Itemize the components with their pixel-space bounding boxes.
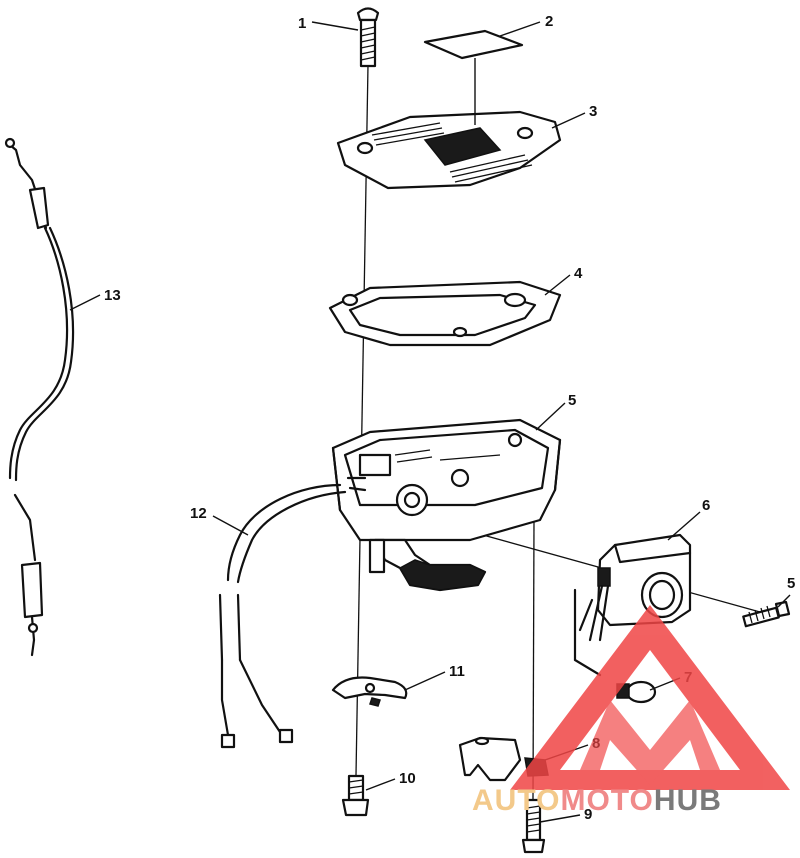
part-2-decal	[423, 29, 524, 60]
watermark-text: AUTOMOTOHUB	[472, 784, 722, 817]
part-6-switch-housing	[573, 533, 692, 677]
callout-5-screw: 5	[787, 575, 795, 592]
callout-13: 13	[104, 287, 121, 304]
callout-5-housing: 5	[568, 392, 576, 409]
part-12-wire-harness	[218, 476, 367, 749]
part-5-housing	[331, 418, 562, 592]
callout-9: 9	[584, 806, 592, 823]
watermark-inner-m-icon	[580, 700, 720, 785]
part-13-cable	[4, 137, 75, 657]
watermark-auto: AUTO	[472, 784, 560, 817]
watermark-moto: MOTO	[560, 784, 653, 817]
callout-4: 4	[574, 265, 583, 282]
part-5-screw-right	[742, 600, 791, 628]
part-3-cover-plate	[336, 110, 562, 190]
watermark-logo	[510, 605, 790, 790]
callout-3: 3	[589, 103, 597, 120]
part-9-screw	[521, 798, 546, 854]
callout-10: 10	[399, 770, 416, 787]
part-10-screw	[341, 774, 370, 817]
assembly-axis-right	[532, 519, 535, 801]
part-4-gasket	[328, 280, 562, 347]
watermark-hub: HUB	[654, 784, 722, 817]
callout-11: 11	[449, 663, 465, 680]
callout-12: 12	[190, 505, 207, 522]
callout-1: 1	[298, 15, 306, 32]
part-1-screw	[356, 7, 380, 68]
callout-2: 2	[545, 13, 553, 30]
callout-6: 6	[702, 497, 710, 514]
assembly-axis-left	[355, 64, 369, 776]
part-11-clip	[331, 676, 408, 707]
watermark-triangle-icon	[510, 605, 790, 790]
